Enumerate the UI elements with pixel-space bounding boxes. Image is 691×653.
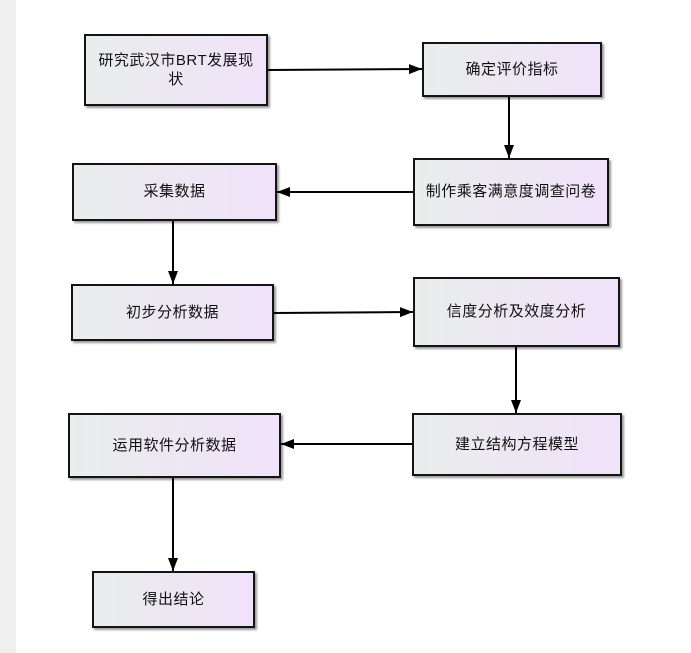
flow-node-indicators: 确定评价指标 xyxy=(422,42,602,97)
flow-node-conclusion: 得出结论 xyxy=(92,571,255,628)
flow-node-reliability: 信度分析及效度分析 xyxy=(413,277,620,347)
flow-node-label-collect: 采集数据 xyxy=(143,183,206,201)
flow-node-label-preliminary: 初步分析数据 xyxy=(125,303,219,321)
flow-node-label-questionnaire: 制作乘客满意度调查问卷 xyxy=(425,183,597,201)
flow-node-collect: 采集数据 xyxy=(72,163,277,221)
flow-node-research: 研究武汉市BRT发展现状 xyxy=(84,34,268,106)
flow-node-preliminary: 初步分析数据 xyxy=(71,284,274,341)
left-page-gutter xyxy=(0,0,16,653)
flow-node-label-indicators: 确定评价指标 xyxy=(465,60,559,78)
flow-node-label-reliability: 信度分析及效度分析 xyxy=(446,303,587,321)
flow-node-sem: 建立结构方程模型 xyxy=(412,413,622,476)
flow-node-label-conclusion: 得出结论 xyxy=(142,590,205,608)
flow-node-questionnaire: 制作乘客满意度调查问卷 xyxy=(413,158,609,226)
flow-arrow-research-to-indicators xyxy=(267,64,423,75)
flow-node-label-sem: 建立结构方程模型 xyxy=(454,435,579,453)
flow-node-label-software: 运用软件分析数据 xyxy=(112,436,237,454)
flow-arrow-preliminary-to-reliability xyxy=(273,307,414,318)
flow-node-software: 运用软件分析数据 xyxy=(68,413,281,478)
flow-node-label-research: 研究武汉市BRT发展现状 xyxy=(98,51,254,89)
